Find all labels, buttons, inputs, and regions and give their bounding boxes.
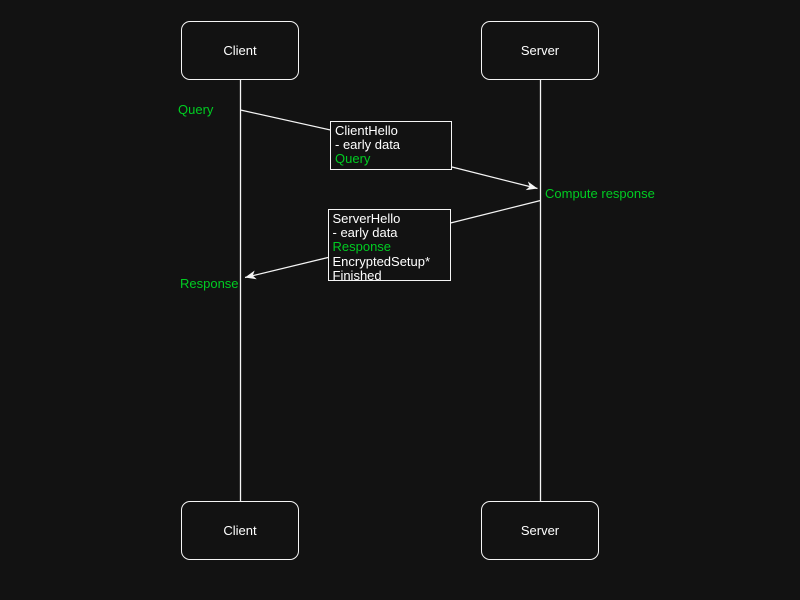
message-line: Finished — [332, 267, 382, 283]
arrow-server-to-client-segment-2 — [244, 256, 329, 280]
message-line: - early data — [332, 225, 398, 241]
actor-box-server-top: Server — [481, 21, 599, 80]
arrow-client-to-server-segment-1 — [240, 109, 331, 131]
annotation-compute-response: Compute response — [545, 186, 655, 201]
message-line: EncryptedSetup* — [332, 253, 431, 269]
actor-label-server-bottom: Server — [520, 523, 560, 538]
message-line: Response — [332, 239, 392, 255]
actor-box-client-bottom: Client — [181, 501, 299, 560]
arrow-server-to-client-segment-1 — [450, 199, 541, 224]
message-box-client-hello: ClientHello - early data Query — [330, 120, 452, 170]
annotation-response: Response — [180, 276, 239, 291]
annotation-query: Query — [178, 102, 214, 117]
arrow-client-to-server-segment-2 — [451, 166, 538, 191]
message-box-server-hello: ServerHello - early data Response Encryp… — [327, 209, 451, 283]
message-line: - early data — [335, 136, 401, 152]
message-line: ServerHello — [332, 211, 401, 226]
actor-box-server-bottom: Server — [481, 501, 599, 560]
actor-label-client-bottom: Client — [223, 523, 257, 538]
message-line: Query — [335, 150, 371, 166]
actor-label-client-top: Client — [223, 43, 257, 58]
actor-label-server-top: Server — [520, 43, 560, 58]
actor-box-client-top: Client — [181, 21, 299, 80]
message-line: ClientHello — [335, 122, 398, 138]
